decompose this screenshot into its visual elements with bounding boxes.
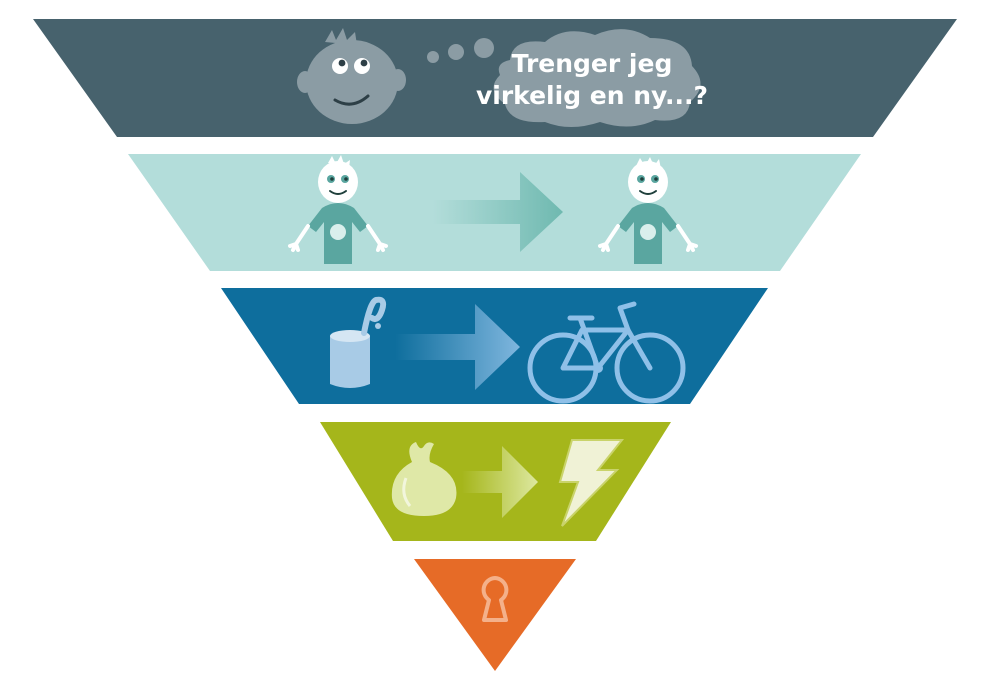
- tier-3-recycle: [221, 288, 768, 404]
- thought-dots-icon: [427, 38, 494, 63]
- tier-5-dispose: [414, 559, 576, 671]
- tin-can-icon: [330, 296, 387, 388]
- lightning-icon: [558, 439, 625, 527]
- child-shirt-icon: [598, 157, 698, 264]
- bicycle-icon: [527, 301, 686, 404]
- tier-1-band: [33, 19, 957, 137]
- arrow-right-icon: [433, 172, 563, 252]
- tier-4-recover: [320, 422, 671, 541]
- tier-1-reduce: Trenger jeg virkelig en ny...?: [33, 19, 957, 137]
- face-icon: [297, 28, 406, 124]
- arrow-right-icon: [462, 446, 538, 518]
- arrow-right-icon: [395, 304, 520, 390]
- tier-5-band: [414, 559, 576, 671]
- thought-line-1: Trenger jeg: [512, 49, 673, 78]
- thought-line-2: virkelig en ny...?: [476, 81, 708, 110]
- child-shirt-icon: [288, 155, 388, 264]
- waste-bag-icon: [391, 442, 457, 516]
- keyhole-icon: [481, 576, 509, 622]
- thought-bubble-icon: [493, 29, 701, 128]
- tier-2-reuse: [128, 154, 861, 271]
